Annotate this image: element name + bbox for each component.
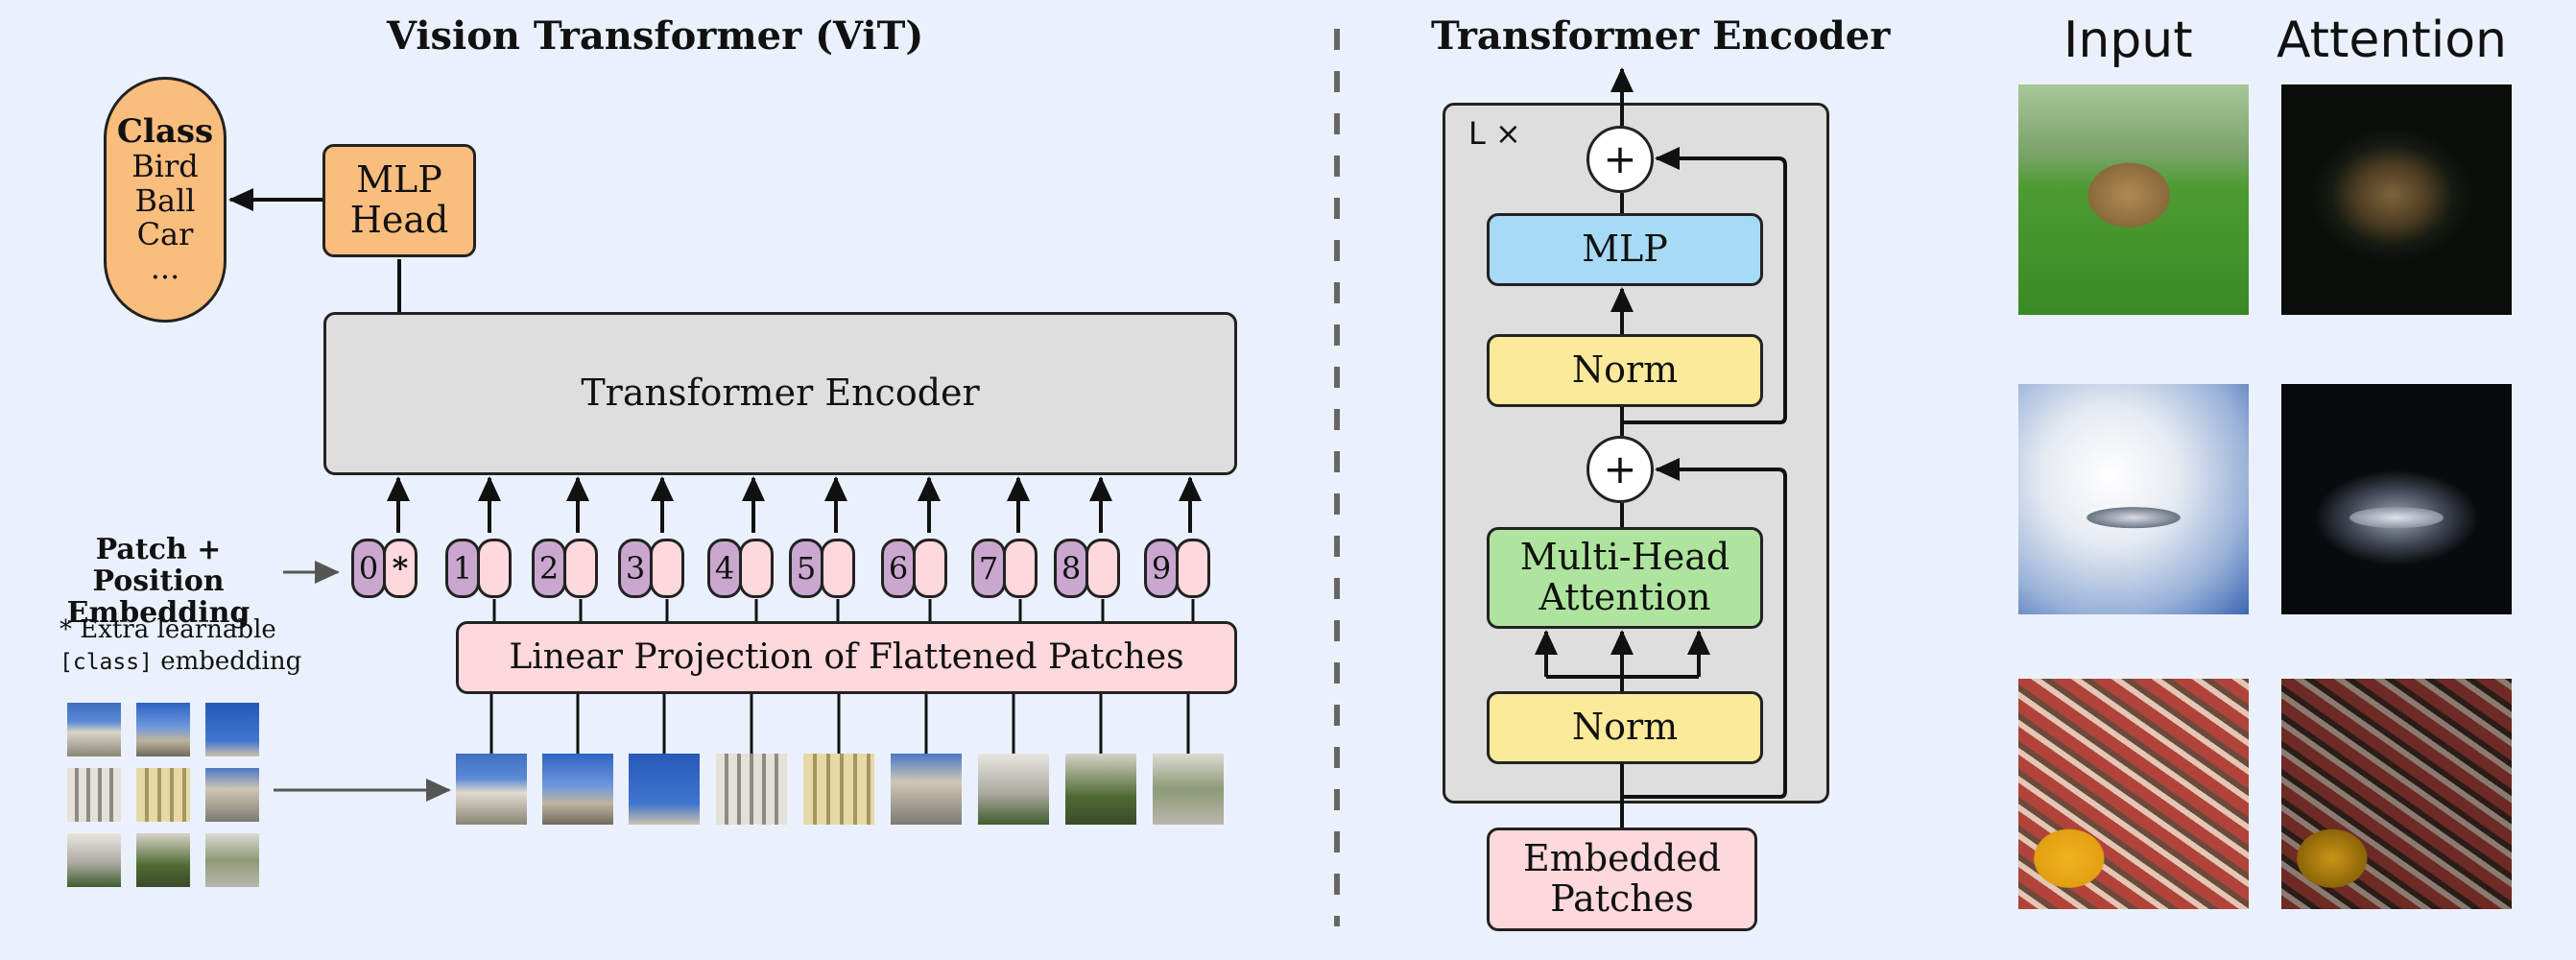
image-grid-patch <box>205 833 259 887</box>
flattened-patch-8 <box>1065 754 1136 825</box>
input-image-snake <box>2018 679 2249 909</box>
vit-transformer-encoder-label: Transformer Encoder <box>581 372 980 415</box>
plus-icon: + <box>1603 134 1637 182</box>
embedded-line2: Patches <box>1550 877 1694 920</box>
token-patch-3 <box>650 539 684 598</box>
image-grid-patch <box>67 833 121 887</box>
mlp-box: MLP <box>1487 213 1763 286</box>
norm-top-box: Norm <box>1487 334 1763 407</box>
token-number-1: 1 <box>445 539 480 598</box>
residual-add-bottom: + <box>1586 436 1654 503</box>
vit-transformer-encoder-box: Transformer Encoder <box>323 312 1237 475</box>
class-item: Ball <box>134 181 196 219</box>
input-header: Input <box>2063 12 2193 69</box>
attention-image-plane <box>2281 384 2512 614</box>
token-number-7: 7 <box>971 539 1006 598</box>
vit-title: Vision Transformer (ViT) <box>387 13 924 59</box>
class-token-code: [class] <box>60 649 153 675</box>
mha-line2: Attention <box>1538 576 1711 618</box>
encoder-repeat-label: L × <box>1468 115 1521 152</box>
extra-note-embedding: embedding <box>152 646 302 676</box>
mlp-head-line1: MLP <box>356 158 442 202</box>
flattened-patch-9 <box>1153 754 1224 825</box>
attention-image-dog <box>2281 84 2512 315</box>
class-item: ... <box>150 249 180 286</box>
mha-line1: Multi-Head <box>1519 536 1730 579</box>
class-output-box: Class Bird Ball Car ... <box>104 77 227 323</box>
flattened-patch-1 <box>456 754 527 825</box>
plus-icon: + <box>1603 444 1637 492</box>
input-image-dog <box>2018 84 2249 315</box>
linear-projection-label: Linear Projection of Flattened Patches <box>509 637 1184 678</box>
mlp-head-box: MLP Head <box>322 144 476 257</box>
image-grid-patch <box>205 703 259 756</box>
extra-note-line1: * Extra learnable <box>60 615 276 644</box>
residual-add-top: + <box>1586 126 1654 193</box>
patch-position-line2: Embedding <box>66 596 250 630</box>
class-item: Car <box>136 215 194 252</box>
attention-header: Attention <box>2277 12 2507 69</box>
token-up-arrows <box>387 476 1202 533</box>
token-patch-7 <box>1003 539 1038 598</box>
token-patch-9 <box>1176 539 1210 598</box>
mlp-head-line2: Head <box>349 199 449 241</box>
class-title: Class <box>116 111 214 151</box>
embedded-line1: Embedded <box>1522 837 1722 880</box>
class-token-star: * <box>383 539 417 598</box>
attention-image-snake <box>2281 679 2512 909</box>
token-patch-5 <box>821 539 855 598</box>
token-number-3: 3 <box>618 539 653 598</box>
extra-note: * Extra learnable [class] embedding <box>60 614 301 677</box>
image-grid-patch <box>136 768 190 822</box>
class-item: Bird <box>131 148 199 185</box>
norm-bottom-label: Norm <box>1571 706 1679 749</box>
token-number-0: 0 <box>351 539 386 598</box>
extra-note-line2: [class] embedding <box>60 646 301 678</box>
patch-position-label: Patch + Position Embedding <box>38 534 278 629</box>
patch-position-line1: Patch + Position <box>92 533 225 598</box>
embedded-patches-box: Embedded Patches <box>1487 828 1757 931</box>
image-grid-patch <box>67 768 121 822</box>
token-patch-2 <box>563 539 598 598</box>
token-patch-1 <box>477 539 512 598</box>
token-number-6: 6 <box>881 539 916 598</box>
flattened-patch-5 <box>803 754 874 825</box>
token-number-9: 9 <box>1144 539 1179 598</box>
multi-head-attention-box: Multi-Head Attention <box>1487 527 1763 629</box>
input-image-plane <box>2018 384 2249 614</box>
flattened-patch-4 <box>716 754 787 825</box>
image-grid-patch <box>205 768 259 822</box>
flattened-patch-2 <box>542 754 613 825</box>
token-patch-8 <box>1085 539 1120 598</box>
token-number-5: 5 <box>789 539 823 598</box>
norm-bottom-box: Norm <box>1487 691 1763 764</box>
flattened-patch-6 <box>891 754 962 825</box>
image-grid-patch <box>136 833 190 887</box>
image-grid-patch <box>136 703 190 756</box>
flattened-patch-3 <box>629 754 700 825</box>
image-grid-patch <box>67 703 121 756</box>
norm-top-label: Norm <box>1571 348 1679 392</box>
flattened-patch-7 <box>978 754 1049 825</box>
linear-projection-box: Linear Projection of Flattened Patches <box>456 621 1237 694</box>
token-patch-4 <box>739 539 774 598</box>
mlp-label: MLP <box>1582 228 1668 271</box>
encoder-title: Transformer Encoder <box>1431 13 1891 59</box>
token-patch-6 <box>913 539 947 598</box>
